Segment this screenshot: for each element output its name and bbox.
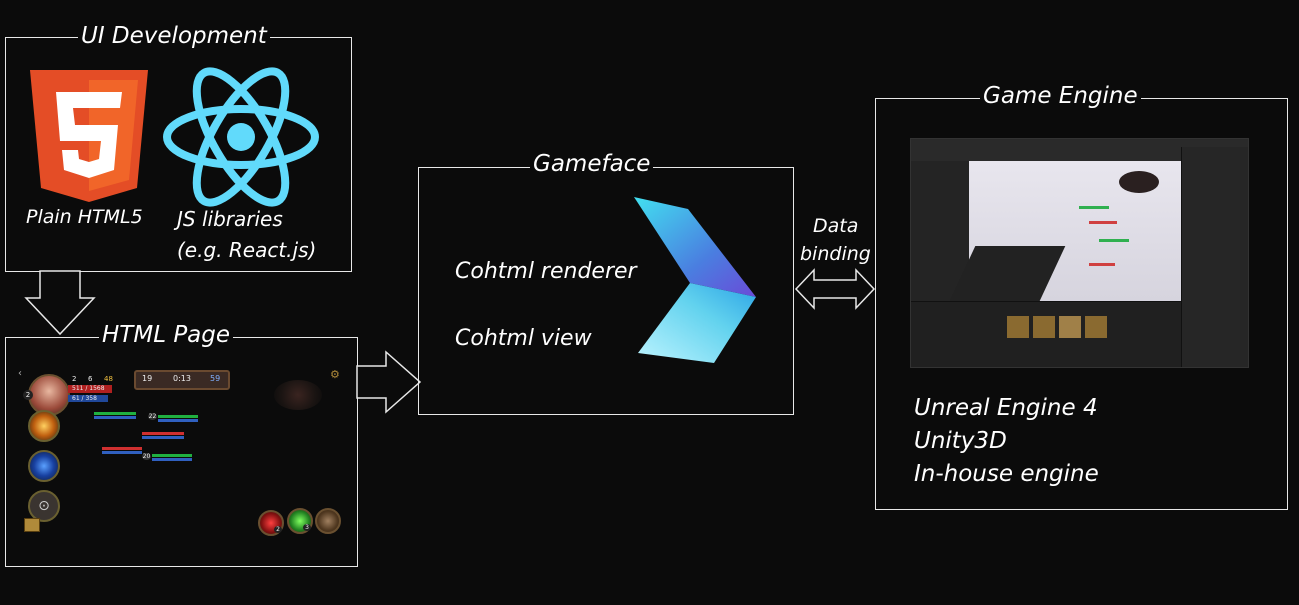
hp-text: 511 / 1568	[72, 385, 105, 392]
js-libraries-label: JS libraries	[177, 207, 283, 231]
engine-item-unreal: Unreal Engine 4	[914, 395, 1098, 421]
enemy-mana-bar	[102, 451, 142, 454]
asset-thumbnail	[1059, 316, 1081, 338]
html5-label: Plain HTML5	[26, 206, 143, 228]
data-binding-label-line2: binding	[800, 243, 871, 265]
deaths-count: 6	[88, 375, 93, 383]
settings-gear-icon: ⚙	[330, 368, 340, 381]
cohtml-renderer-label: Cohtml renderer	[455, 259, 637, 284]
item-slot-icon	[315, 508, 341, 534]
unit-level-1: 22	[148, 413, 157, 420]
gold-count: 48	[104, 375, 113, 383]
unit-health-bar	[158, 415, 198, 418]
match-timer: 0:13	[173, 374, 191, 383]
asset-thumbnail	[1007, 316, 1029, 338]
bidirectional-arrow-icon	[794, 268, 876, 310]
viewport-hp-bar	[1089, 263, 1115, 266]
game-engine-title: Game Engine	[980, 82, 1141, 110]
mana-potion-icon	[287, 508, 313, 534]
ability-icon	[28, 410, 60, 442]
minimap	[274, 380, 322, 410]
ui-development-title: UI Development	[78, 22, 270, 50]
lock-icon: ⊙	[28, 490, 60, 522]
game-hud-preview: ‹ 2 2 6 48 511 / 1568 61 / 358 ⊙ 19 0:13…	[12, 360, 352, 560]
unit-health-bar	[94, 412, 136, 415]
kills-count: 2	[72, 375, 77, 383]
viewport-hp-bar	[1089, 221, 1117, 224]
editor-right-panel	[1181, 147, 1248, 367]
js-libraries-example-label: (e.g. React.js)	[177, 238, 317, 262]
unit-mana-bar	[158, 419, 198, 422]
team-right-score: 59	[210, 374, 221, 383]
enemy-health-bar	[102, 447, 142, 450]
engine-item-unity: Unity3D	[914, 428, 1007, 454]
engine-editor-screenshot	[910, 138, 1249, 368]
down-arrow-icon	[24, 270, 96, 336]
viewport-minimap	[1119, 171, 1159, 193]
book-icon	[24, 518, 40, 532]
hp-bar	[68, 385, 112, 393]
team-left-score: 19	[142, 374, 153, 383]
cohtml-view-label: Cohtml view	[455, 326, 592, 351]
back-icon: ‹	[18, 368, 22, 379]
html5-logo-icon	[30, 70, 148, 202]
unit-level-2: 20	[142, 453, 151, 460]
unit-mana-bar	[152, 458, 192, 461]
hero-portrait	[28, 374, 70, 416]
react-logo-icon	[163, 67, 319, 207]
gameface-logo-icon	[634, 197, 756, 363]
unit-health-bar	[152, 454, 192, 457]
enemy-health-bar	[142, 432, 184, 435]
asset-thumbnail	[1085, 316, 1107, 338]
potion-count-2: 3	[303, 524, 311, 531]
editor-content-browser	[911, 301, 1181, 367]
asset-thumbnail	[1033, 316, 1055, 338]
viewport-hp-bar	[1099, 239, 1129, 242]
unit-mana-bar	[94, 416, 136, 419]
engine-item-inhouse: In-house engine	[914, 461, 1099, 487]
viewport-hp-bar	[1079, 206, 1109, 209]
data-binding-label-line1: Data	[813, 215, 859, 237]
html-page-title: HTML Page	[99, 321, 234, 349]
shield-ability-icon	[28, 450, 60, 482]
score-banner	[134, 370, 230, 390]
enemy-mana-bar	[142, 436, 184, 439]
mana-bar	[68, 395, 108, 402]
right-arrow-icon	[356, 350, 422, 414]
potion-count-1: 2	[274, 526, 282, 533]
mana-text: 61 / 358	[72, 395, 97, 402]
gameface-title: Gameface	[530, 150, 654, 178]
editor-viewport	[942, 161, 1181, 316]
hero-level: 2	[23, 390, 33, 400]
